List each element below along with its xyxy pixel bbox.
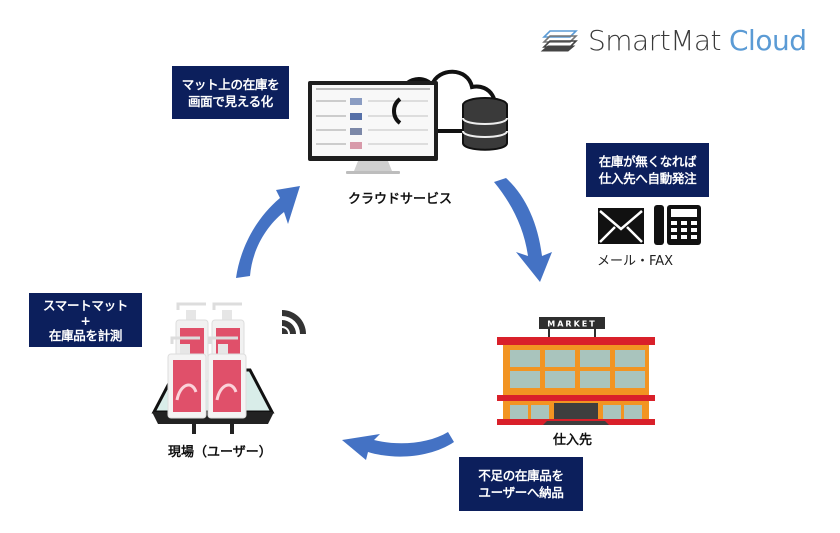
database-icon	[462, 97, 508, 151]
cloud-service-label: クラウドサービス	[348, 192, 453, 207]
mail-fax-label: メール・FAX	[597, 254, 674, 269]
callout-measure: スマートマット + 在庫品を計測	[29, 293, 142, 347]
wireless-signal-icon	[282, 310, 306, 334]
smartmat-scale-icon	[151, 302, 275, 434]
market-building-icon: MARKET	[497, 317, 655, 425]
site-label: 現場（ユーザー）	[168, 445, 272, 460]
logo-brand-accent: Cloud	[729, 23, 807, 57]
mail-icon	[598, 208, 644, 244]
market-sign	[539, 317, 605, 329]
market-sign-text: MARKET	[547, 320, 596, 329]
fax-icon	[654, 205, 701, 245]
callout-visualize: マット上の在庫を 画面で見える化	[172, 66, 289, 119]
callout-deliver: 不足の在庫品を ユーザーへ納品	[459, 457, 583, 511]
callout-measure-line-2: +	[80, 312, 91, 328]
callout-auto-order: 在庫が無くなれば 仕入先へ自動発注	[586, 143, 709, 197]
cloud-service-illustration	[308, 69, 508, 174]
callout-deliver-line-2: ユーザーへ納品	[478, 485, 564, 500]
flow-arrow-supplier-to-site	[342, 432, 454, 460]
callout-measure-line-3: 在庫品を計測	[48, 327, 123, 343]
flow-arrow-site-to-cloud	[236, 186, 300, 278]
monitor-screen-table	[316, 88, 430, 149]
sanitizer-bottle-icon	[167, 302, 247, 419]
callout-visualize-line-2: 画面で見える化	[187, 93, 274, 109]
callout-deliver-line-1: 不足の在庫品を	[478, 468, 564, 483]
logo-brand-main: SmartMat	[588, 23, 722, 57]
supplier-label: 仕入先	[553, 433, 593, 448]
stacked-mats-icon	[540, 30, 578, 52]
callout-visualize-line-1: マット上の在庫を	[181, 76, 280, 92]
flow-arrow-cloud-to-supplier	[494, 178, 552, 282]
smartmat-cloud-logo: SmartMat Cloud	[540, 20, 807, 60]
callout-measure-line-1: スマートマット	[42, 297, 129, 313]
monitor-icon	[308, 81, 438, 174]
callout-auto-order-line-2: 仕入先へ自動発注	[598, 171, 697, 186]
callout-auto-order-line-1: 在庫が無くなれば	[598, 154, 697, 169]
